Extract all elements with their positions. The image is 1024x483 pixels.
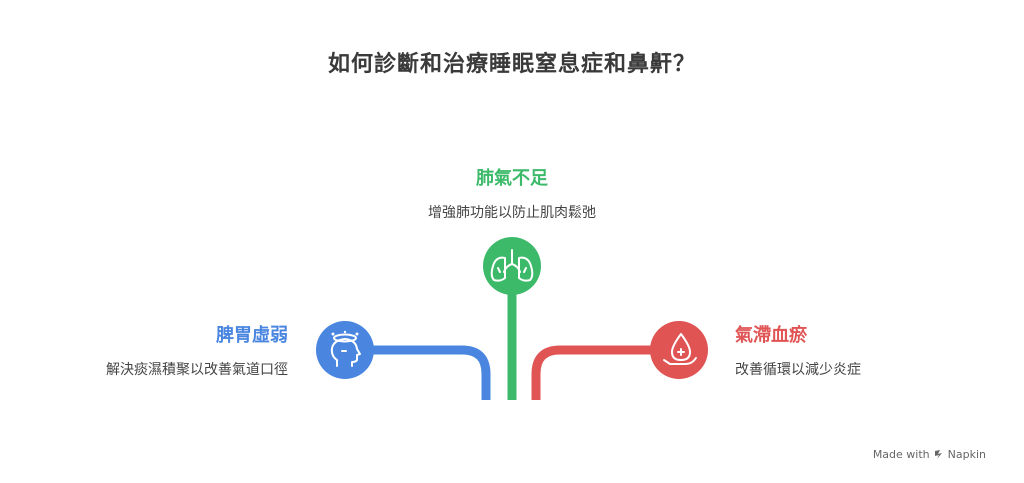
blue-node-description: 解決痰濕積聚以改善氣道口徑: [106, 362, 288, 378]
blood-drop-hand-icon: [650, 321, 708, 379]
lungs-icon: [483, 237, 541, 295]
red-node-description: 改善循環以減少炎症: [735, 362, 861, 378]
watermark-prefix: Made with: [872, 448, 930, 461]
watermark: Made with Napkin: [873, 448, 986, 461]
blue-connector: [360, 345, 491, 400]
napkin-logo-icon: [934, 450, 942, 459]
green-node-title: 肺氣不足: [476, 168, 548, 189]
page-title: 如何診斷和治療睡眠窒息症和鼻鼾？: [327, 52, 696, 77]
red-node-title: 氣滯血瘀: [735, 325, 807, 346]
blue-node-title: 脾胃虛弱: [216, 325, 288, 346]
red-connector: [531, 345, 660, 400]
green-node-description: 增強肺功能以防止肌肉鬆弛: [428, 205, 596, 221]
watermark-brand: Napkin: [947, 448, 986, 461]
head-dizzy-icon: [316, 321, 374, 379]
